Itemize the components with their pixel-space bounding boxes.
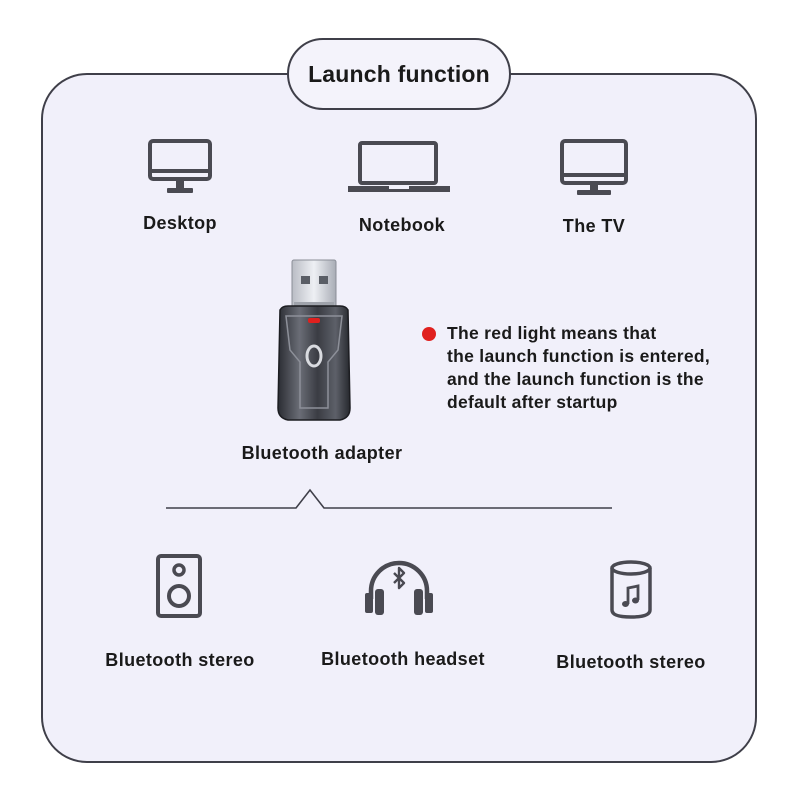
- speaker-icon: [156, 554, 202, 618]
- note-line-1: The red light means that: [447, 323, 657, 343]
- desktop-monitor-icon: [148, 139, 212, 193]
- note-line-4: default after startup: [447, 392, 618, 412]
- note-line-2: the launch function is entered,: [447, 346, 711, 366]
- indicator-note: The red light means that the launch func…: [447, 322, 710, 414]
- page-title: Launch function: [308, 60, 490, 87]
- source-label-desktop: Desktop: [143, 213, 217, 233]
- tv-icon: [560, 139, 628, 195]
- usb-bluetooth-adapter-icon: [277, 259, 351, 421]
- note-line-3: and the launch function is the: [447, 369, 704, 389]
- cylinder-speaker-icon: [610, 560, 652, 619]
- adapter-label: Bluetooth adapter: [241, 443, 403, 463]
- device-label-stereo-2: Bluetooth stereo: [556, 652, 706, 672]
- title-badge: Launch function: [287, 38, 511, 110]
- laptop-icon: [348, 141, 450, 192]
- red-indicator-dot: [422, 327, 436, 341]
- source-label-notebook: Notebook: [358, 215, 446, 235]
- device-label-stereo-1: Bluetooth stereo: [105, 650, 255, 670]
- bluetooth-icon: [393, 566, 406, 590]
- device-label-headset: Bluetooth headset: [321, 649, 485, 669]
- headphones-icon: [365, 560, 433, 615]
- source-label-tv: The TV: [562, 216, 626, 236]
